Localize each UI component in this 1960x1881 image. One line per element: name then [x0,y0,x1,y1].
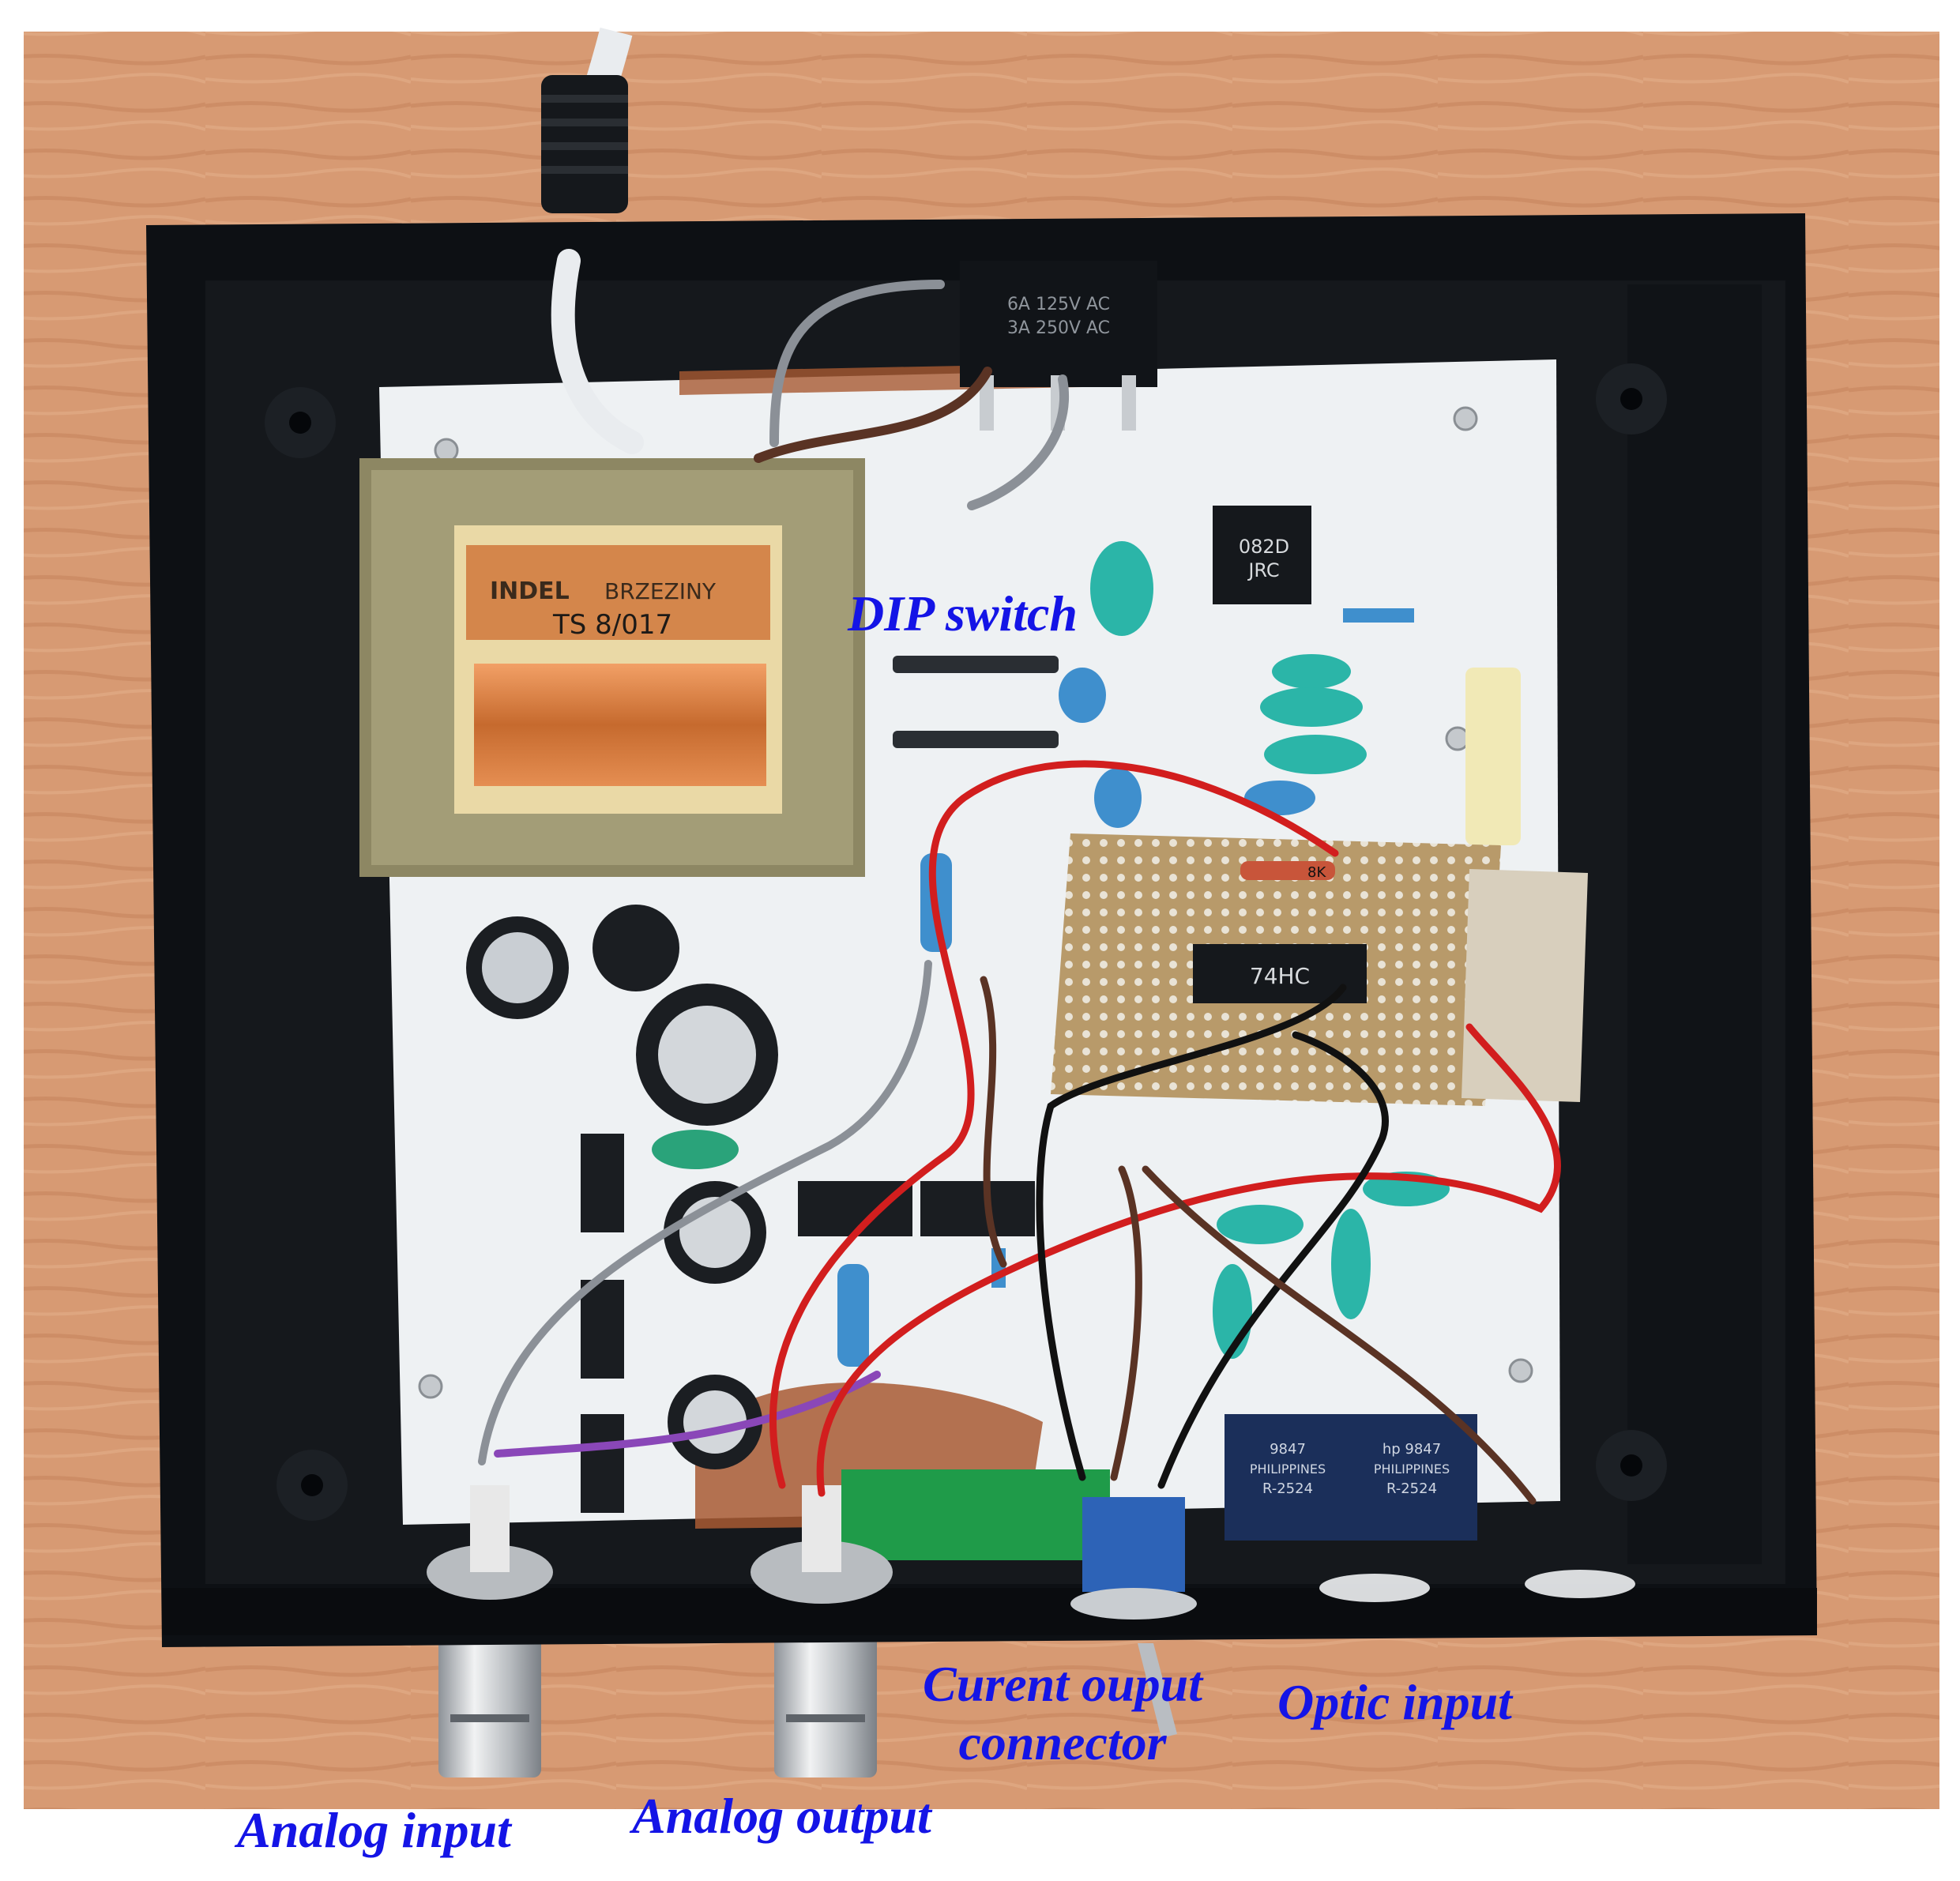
label-analog-output: Analog output [632,1788,931,1844]
mains-cable [541,27,633,213]
label-current-output-connector: Curent ouput connector [877,1655,1248,1771]
svg-text:R-2524: R-2524 [1386,1480,1437,1497]
current-output-switch [1070,1497,1197,1620]
transformer: INDEL BRZEZINY TS 8/017 [359,458,865,877]
svg-text:INDEL: INDEL [490,577,570,605]
svg-text:3A 250V AC: 3A 250V AC [1007,318,1110,338]
svg-text:BRZEZINY: BRZEZINY [604,578,717,604]
capacitors [466,905,778,1469]
svg-text:hp 9847: hp 9847 [1383,1441,1441,1458]
green-capacitors [1059,541,1450,1359]
bnc-connectors [438,1627,1177,1778]
svg-text:8K: 8K [1307,864,1326,881]
wires [478,249,1561,1505]
svg-text:PHILIPPINES: PHILIPPINES [1250,1462,1326,1477]
svg-text:9847: 9847 [1270,1441,1306,1458]
opamp: 082D JRC [1213,506,1311,604]
power-switch: 6A 125V AC 3A 250V AC [960,261,1157,431]
svg-text:R-2524: R-2524 [1262,1480,1313,1497]
label-current-output-line2: connector [958,1714,1167,1770]
panel-jacks [427,1485,893,1604]
svg-text:JRC: JRC [1247,559,1279,581]
regulators [581,1134,1035,1513]
svg-text:6A 125V AC: 6A 125V AC [1007,295,1110,314]
dip-switch-headers [893,656,1059,748]
trimmer [1465,668,1521,845]
terminal-block [841,1469,1110,1560]
optic-inputs: 9847 PHILIPPINES R-2524 hp 9847 PHILIPPI… [1225,1414,1477,1541]
label-analog-input: Analog input [237,1802,511,1858]
label-current-output-line1: Curent ouput [923,1656,1202,1712]
label-optic-input: Optic input [1277,1674,1512,1730]
svg-text:082D: 082D [1239,536,1289,558]
svg-text:74HC: 74HC [1250,963,1310,989]
svg-text:TS 8/017: TS 8/017 [552,609,672,641]
glue-spots [1319,1570,1635,1602]
svg-text:PHILIPPINES: PHILIPPINES [1374,1462,1450,1477]
label-dip-switch: DIP switch [848,585,1078,641]
